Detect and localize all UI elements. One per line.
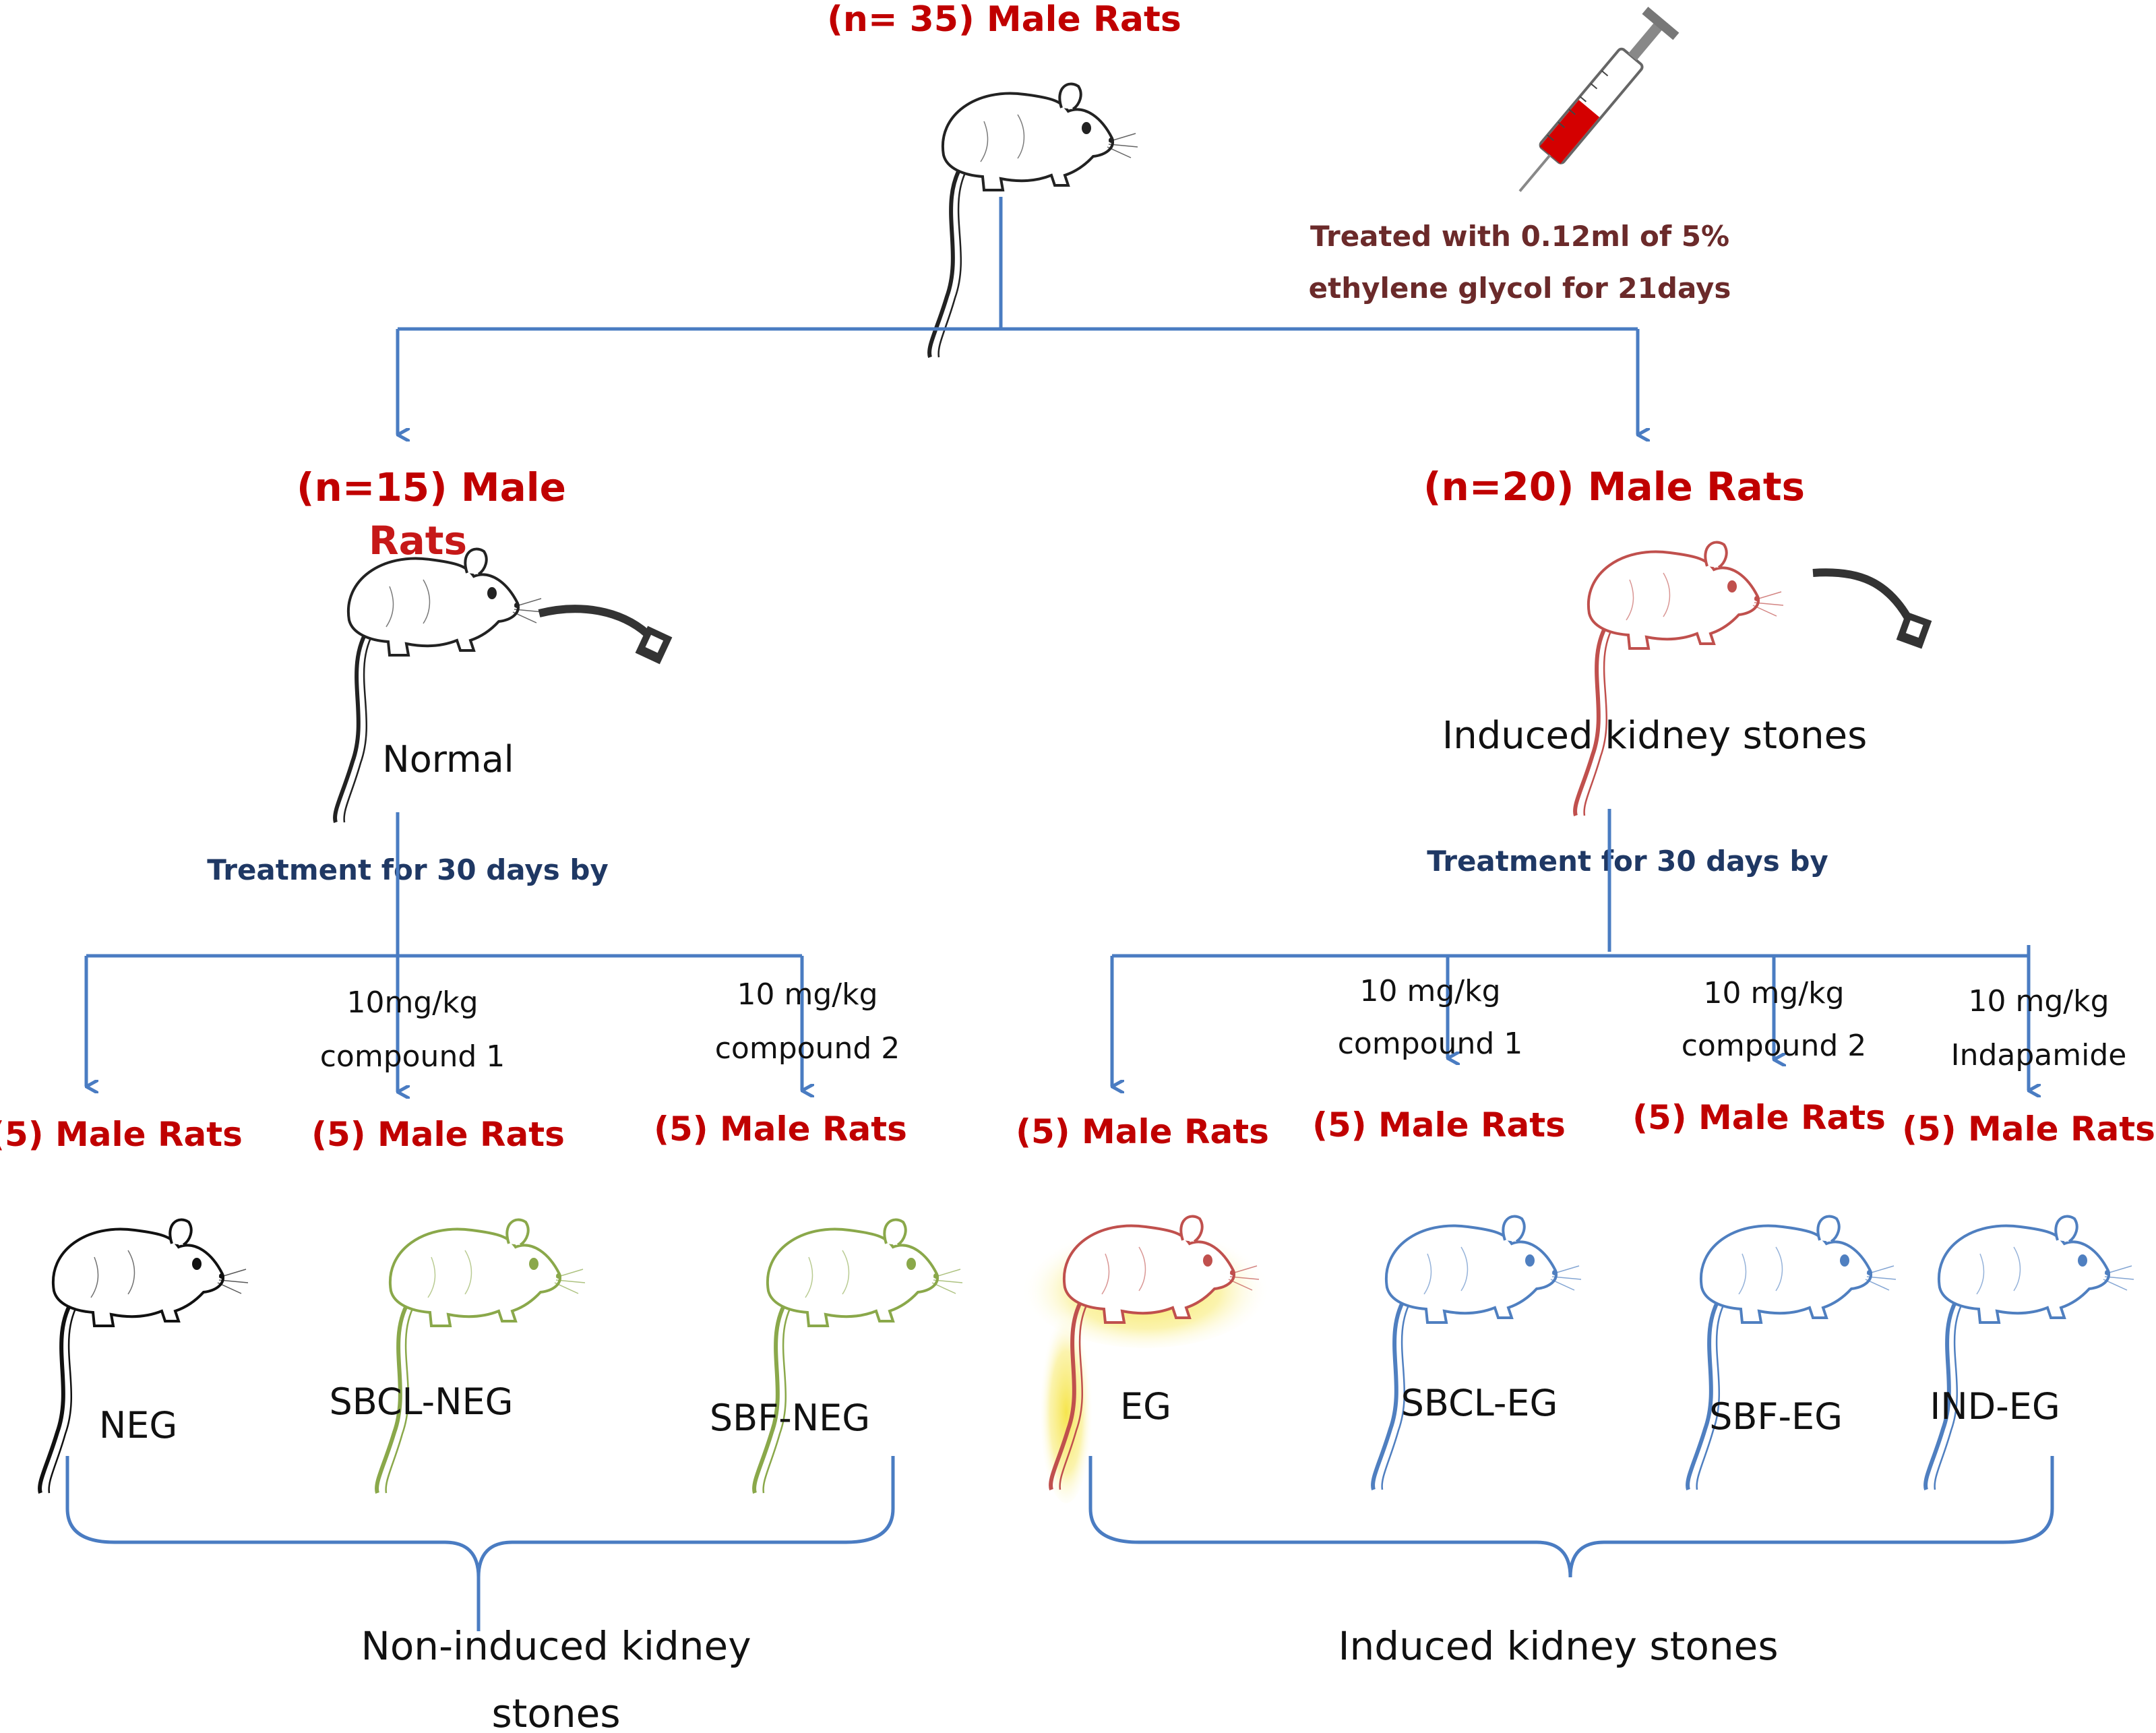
syringe-icon [1518,7,1680,192]
group-sbf-eg-count: (5) Male Rats [1632,1098,1886,1137]
group-sbcl-eg-count: (5) Male Rats [1312,1105,1566,1145]
group-eg-name: EG [1120,1385,1171,1428]
left-group-bracket [65,1456,895,1578]
right-dose-2-line1: 10 mg/kg [1704,976,1845,1010]
group-ind-eg-count: (5) Male Rats [1902,1109,2155,1149]
gavage-tube-icon [538,605,673,665]
right-dose-3-line2: Indapamide [1951,1038,2127,1072]
group-sbf-neg-name: SBF-NEG [710,1397,870,1439]
right-dose-1-line1: 10 mg/kg [1360,974,1501,1008]
rat-icon [1688,1217,1896,1490]
rat-icon [335,549,543,822]
right-dose-1-line2: compound 1 [1338,1027,1523,1061]
left-treatment-connector [84,812,802,1092]
right-treatment-label: Treatment for 30 days by [1427,845,1828,878]
rat-icon [377,1220,585,1493]
group-sbf-neg-count: (5) Male Rats [654,1109,907,1149]
group-neg-count: (5) Male Rats [0,1115,243,1154]
left-bracket-label-line1: Non-induced kidney [361,1623,751,1669]
left-dose-2-line2: compound 2 [715,1031,900,1066]
left-branch-count-hidden: Rats [369,518,467,564]
rat-icon [40,1220,248,1493]
right-dose-2-line2: compound 2 [1682,1029,1867,1063]
group-eg-count: (5) Male Rats [1016,1112,1269,1151]
right-status-label: Induced kidney stones [1442,714,1868,758]
group-sbf-eg-name: SBF-EG [1709,1395,1843,1438]
left-dose-1-line2: compound 1 [320,1039,505,1074]
group-sbcl-eg-name: SBCL-EG [1401,1382,1558,1424]
left-dose-1-line1: 10mg/kg [346,985,478,1020]
right-bracket-label: Induced kidney stones [1338,1623,1778,1669]
title-total-rats: (n= 35) Male Rats [827,0,1181,40]
right-dose-3-line1: 10 mg/kg [1969,984,2109,1018]
left-bracket-label-line2: stones [491,1691,620,1733]
left-branch-count: (n=15) Male [297,464,566,510]
rat-icon [754,1220,962,1493]
left-dose-2-line1: 10 mg/kg [737,977,878,1012]
rat-icon [929,84,1138,357]
left-treatment-label: Treatment for 30 days by [207,853,609,886]
left-status-label: Normal [382,738,514,781]
rat-icon [1926,1217,2134,1490]
induction-note-line1: Treated with 0.12ml of 5% [1310,220,1729,253]
group-sbcl-neg-name: SBCL-NEG [329,1380,513,1423]
rat-icon [1373,1217,1581,1490]
induction-note-line2: ethylene glycol for 21days [1309,272,1731,305]
main-split-connector [396,197,1638,435]
group-sbcl-neg-count: (5) Male Rats [311,1115,565,1154]
group-neg-name: NEG [99,1404,177,1447]
gavage-tube-icon [1812,568,1932,649]
right-branch-count: (n=20) Male Rats [1423,464,1805,510]
right-treatment-connector [1110,809,2029,1091]
rat-icon [1575,543,1783,816]
group-ind-eg-name: IND-EG [1930,1385,2060,1428]
right-group-bracket [1088,1456,2054,1578]
